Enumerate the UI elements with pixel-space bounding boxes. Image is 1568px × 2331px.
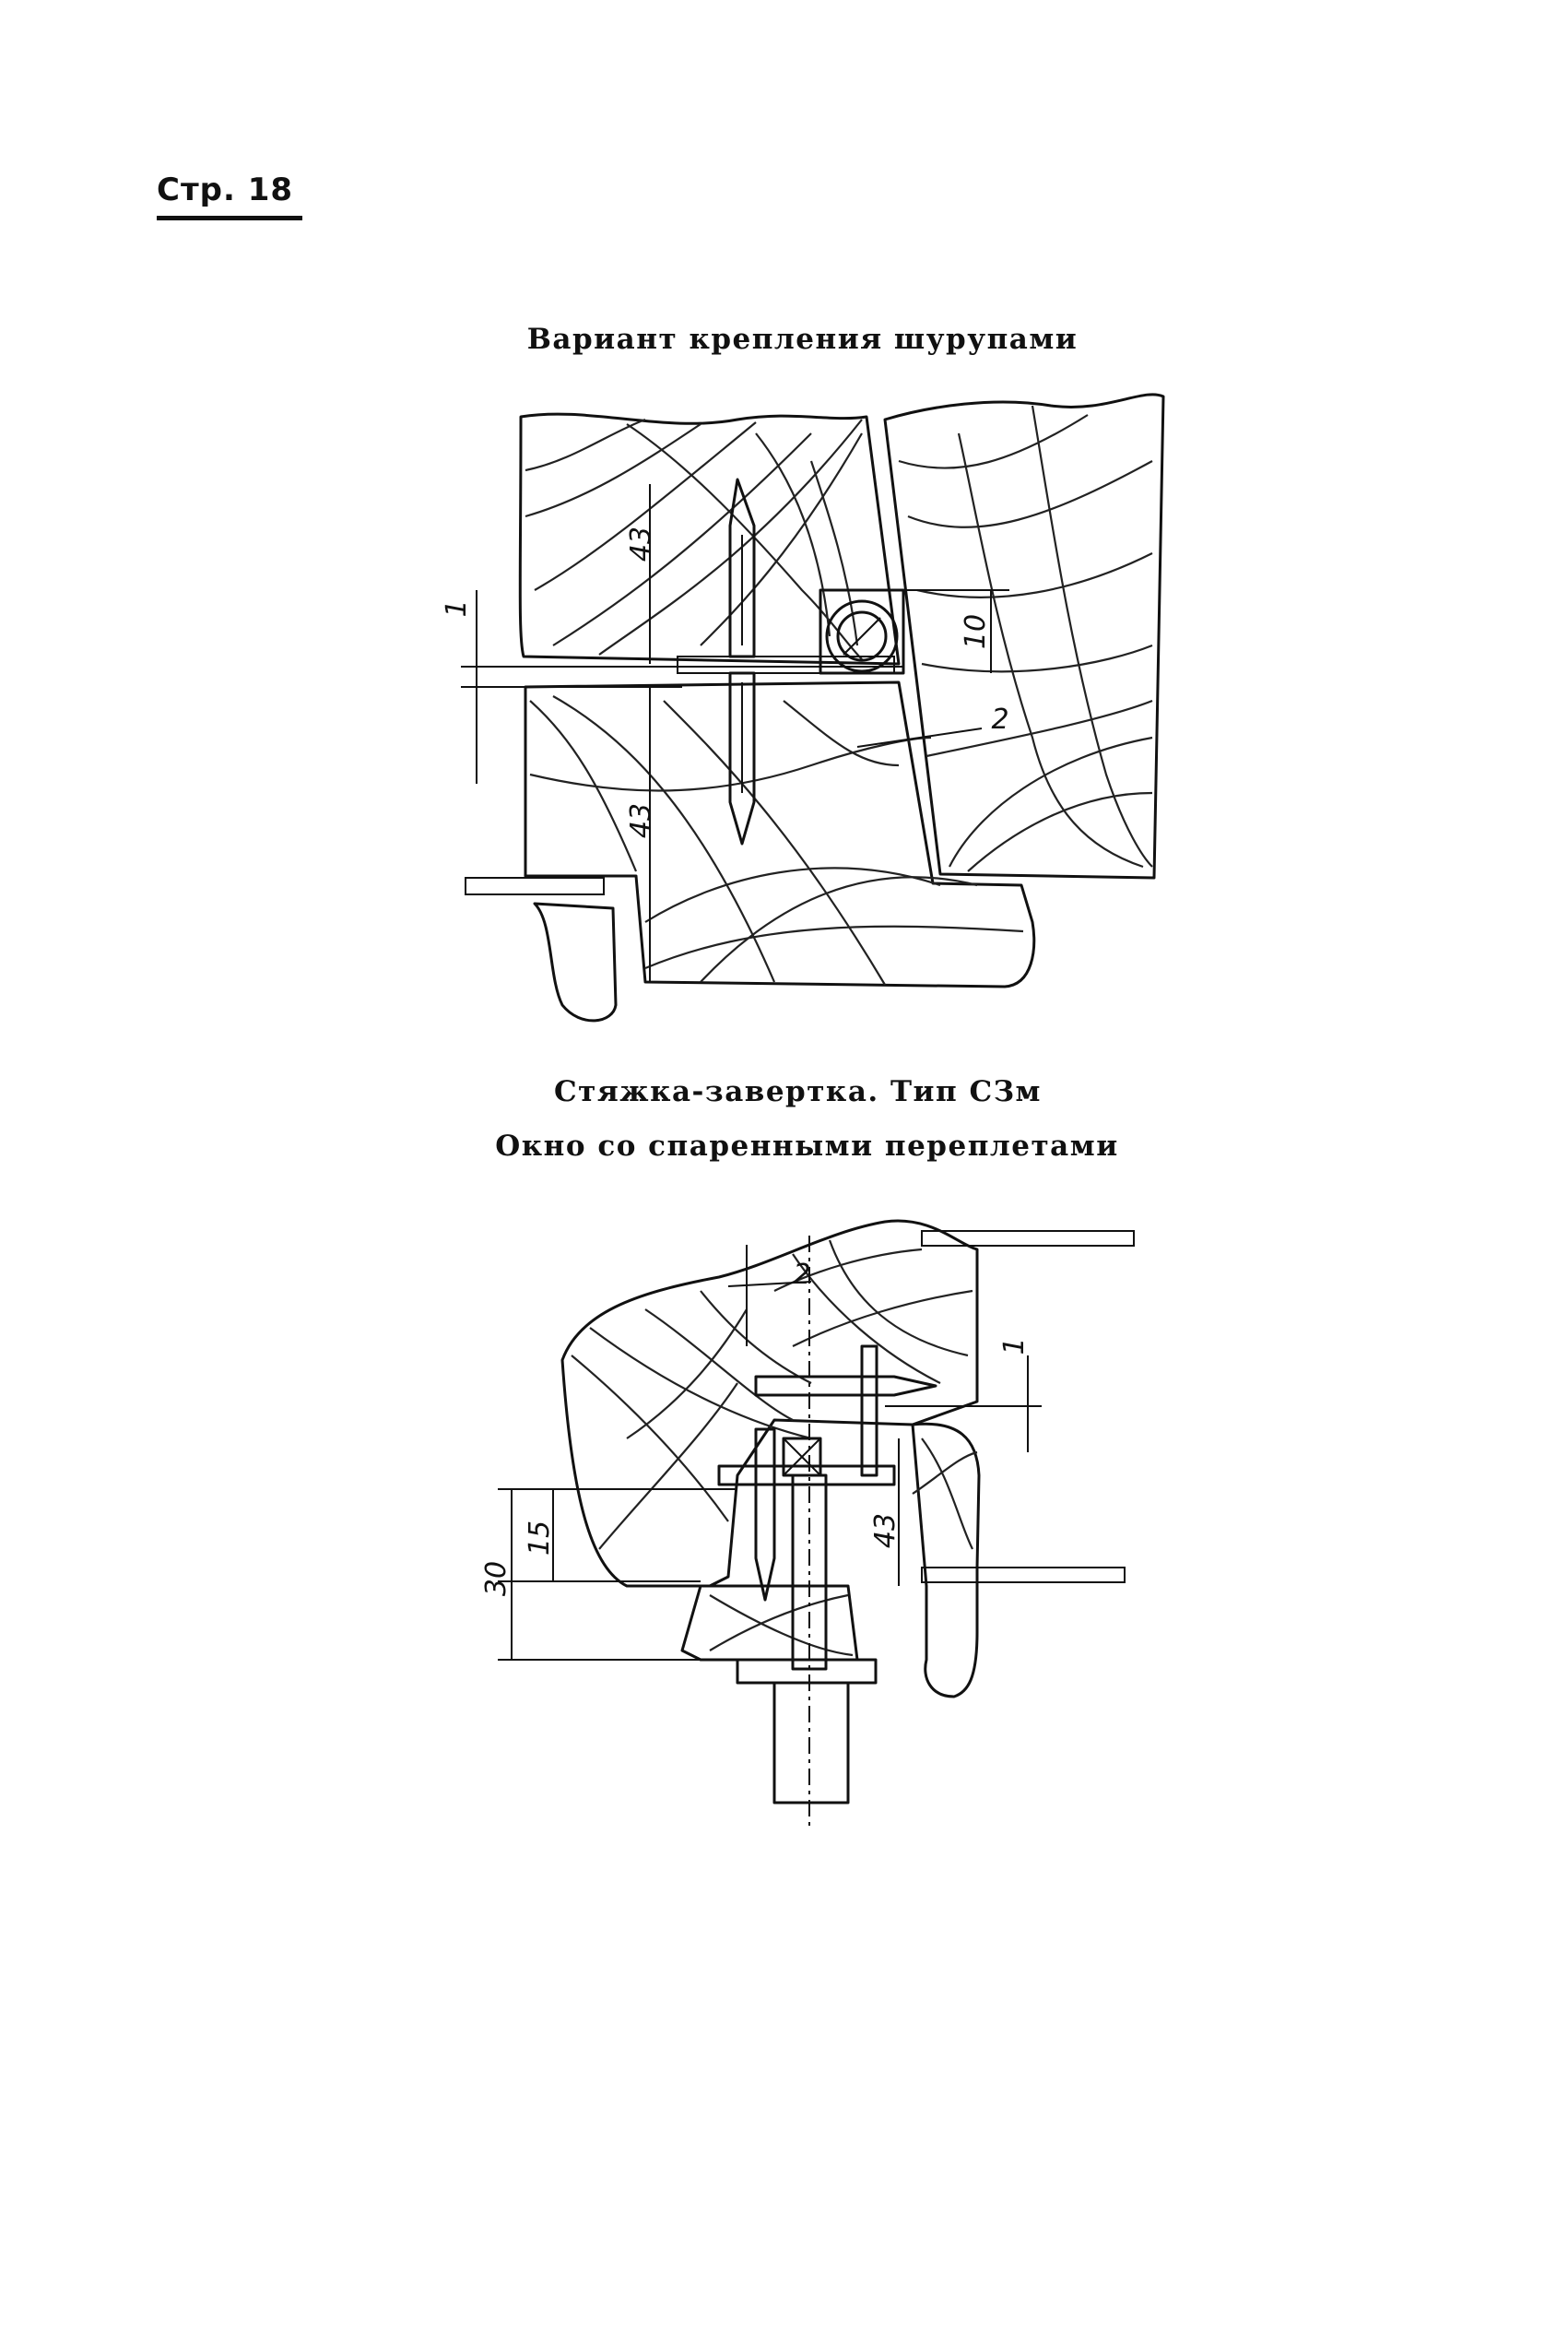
dim-10: 10 (960, 614, 992, 649)
wood-grain-lower (529, 695, 1024, 986)
page-number: Стр. 18 (157, 172, 294, 208)
drip-profile (533, 902, 618, 1023)
figure-1-drawing: 43 43 1 10 2 (441, 393, 1165, 1023)
dim-15: 15 (524, 1520, 556, 1556)
figure-1-title: Вариант крепления шурупами (526, 323, 1079, 356)
drip-plate (465, 877, 605, 895)
screw-vertical (754, 1427, 776, 1602)
dimension-lines-1 (461, 484, 1009, 982)
dim-43-lower: 43 (625, 803, 657, 838)
dim-30: 30 (480, 1561, 513, 1596)
pin-horizontal (754, 1375, 937, 1397)
hinge-knuckle-outer (825, 599, 899, 673)
clamp-bar (717, 1464, 896, 1486)
header-rule (157, 216, 302, 220)
screw-upper (728, 478, 756, 658)
hinge-knuckle-box (819, 588, 905, 675)
dim-43-fig2: 43 (869, 1513, 902, 1548)
glass-lower (921, 1567, 1126, 1583)
figure-2-drawing: 2 1 30 15 43 (480, 1219, 1135, 1826)
glass-upper (921, 1230, 1135, 1247)
figure-2-subtitle: Окно со спаренными переплетами (495, 1130, 1119, 1163)
shaft-flange (736, 1658, 878, 1685)
dim-1: 1 (441, 599, 473, 617)
dimension-lines-2 (498, 1245, 1042, 1661)
sash-right (883, 393, 1165, 880)
dim-1-fig2: 1 (998, 1337, 1031, 1355)
dim-2-fig2: 2 (793, 1259, 810, 1291)
dim-2: 2 (991, 704, 1008, 736)
screw-lower (728, 671, 756, 846)
frame-body (560, 1219, 979, 1588)
vertical-plate (860, 1344, 878, 1477)
page-header: Стр. 18 (157, 172, 304, 220)
frame-upper-block (518, 412, 901, 666)
wood-grain-right (898, 405, 1153, 872)
wood-grain-upper (525, 418, 863, 660)
hinge-plate (677, 656, 895, 674)
pin-hatch (843, 617, 881, 656)
handle-stem (772, 1681, 850, 1804)
sash-profile-lower-left (680, 1584, 859, 1662)
dim-43-upper: 43 (625, 527, 657, 562)
figure-2-title: Стяжка-завертка. Тип СЗм (553, 1075, 1042, 1108)
frame-lower-block (524, 680, 1036, 988)
sash-profile-lower-right (911, 1422, 981, 1698)
hinge-knuckle-pin (836, 610, 888, 662)
